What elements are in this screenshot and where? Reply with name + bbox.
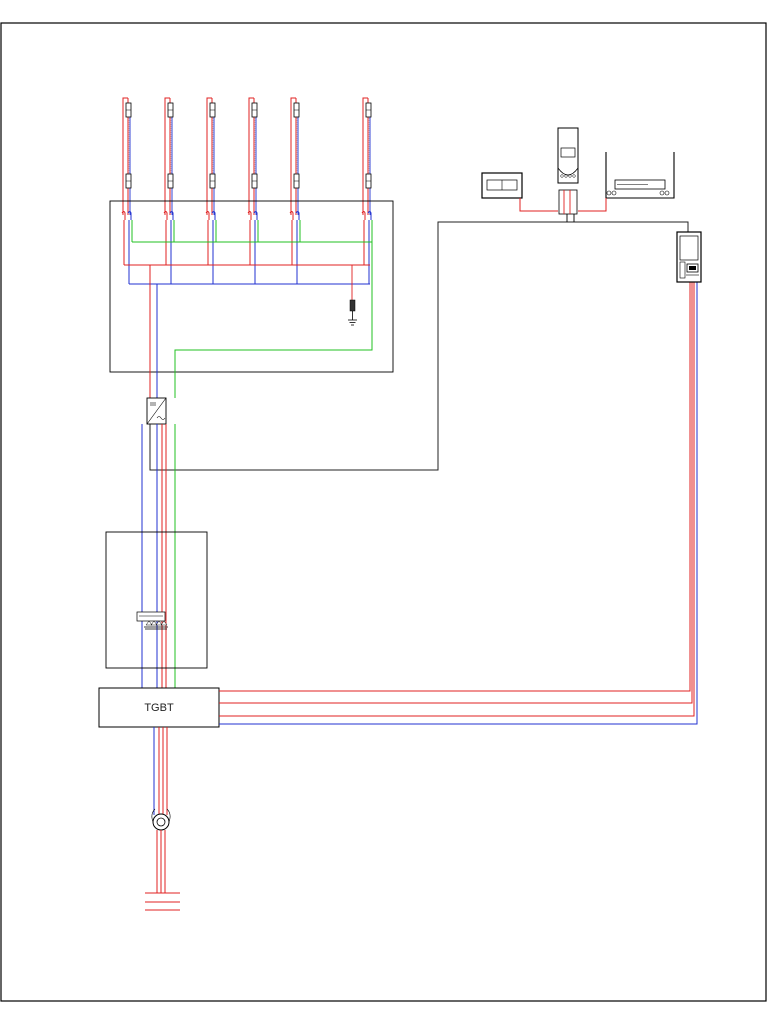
pv-string-2 [163,97,175,284]
grid-connection [145,727,180,911]
pv-string-1 [121,97,133,284]
ac-protection-box [105,531,208,669]
tgbt-label: TGBT [144,702,174,714]
pv-string-3 [205,97,217,284]
pv-string-5 [289,97,301,284]
pv-string-6 [361,97,373,284]
surge-arrester-symbol [348,265,357,326]
transformer-symbol [151,808,171,831]
drawing-border [0,22,767,1002]
monitoring-equipment [481,127,675,222]
inverter-symbol [146,397,167,425]
dc-combiner-box [109,200,394,398]
pv-string-group [121,97,373,284]
comms-cable [149,221,689,471]
grid-feed-cables [219,282,698,725]
tgbt-panel: TGBT [98,687,220,728]
ac-feeders [141,424,176,688]
pv-string-4 [247,97,259,284]
dc-feeders [149,265,158,398]
meter-cabinet [676,231,702,283]
